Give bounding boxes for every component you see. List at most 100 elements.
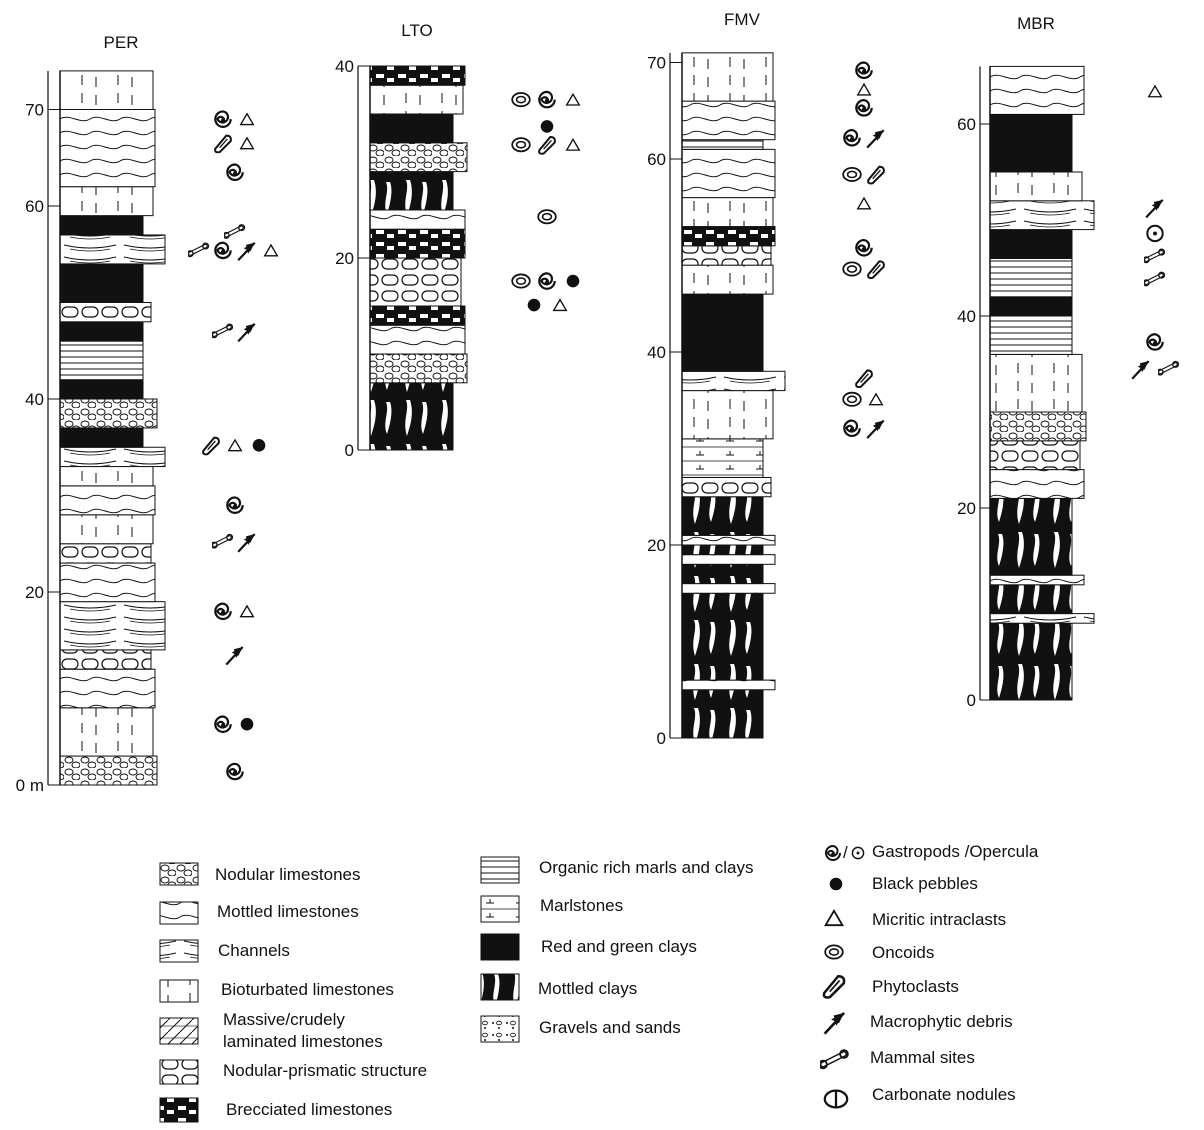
layer-mottledclay: [989, 584, 1073, 615]
mammal-icon: [211, 535, 232, 548]
legend-swatch-channels: [159, 939, 199, 963]
legend-item-red-green-clays: Red and green clays: [480, 933, 697, 961]
gastropod-icon: [843, 128, 861, 147]
layer-black: [681, 293, 764, 372]
intraclast-icon: [240, 113, 254, 126]
tick-label: 20: [335, 249, 354, 268]
layer-mottledclay: [681, 689, 764, 739]
legend-item-mottled: Mottled limestones: [159, 901, 359, 925]
oncoid-icon: [842, 261, 862, 277]
layer-brecciated: [681, 226, 776, 247]
layer-prismatic: [369, 257, 462, 307]
intraclast-icon: [869, 393, 883, 406]
section-title-mbr: MBR: [1017, 14, 1055, 33]
mammal-icon: [211, 324, 232, 337]
layer-black: [989, 296, 1073, 317]
legend-label-mottled-clays: Mottled clays: [538, 979, 637, 998]
gastropod-icon: [538, 90, 556, 109]
phytoclast-icon: [855, 369, 873, 389]
legend-components: / Gastropods /Opercula Black pebbles Mic…: [819, 842, 1039, 1109]
legend-item-massive: Massive/crudely laminated limestones: [159, 1010, 383, 1051]
tick-label: 0: [345, 441, 354, 460]
legend-swatch-massive: [159, 1017, 199, 1045]
phytoclast-icon: [867, 165, 885, 185]
pebble-icon: [252, 439, 266, 452]
intraclast-icon: [566, 138, 580, 151]
legend-swatch-brecciated: [159, 1097, 199, 1123]
legend-swatch-nodular: [159, 862, 199, 886]
carbonate-nodule-icon: [823, 1089, 849, 1109]
legend-item-gravels: Gravels and sands: [480, 1015, 681, 1043]
legend-item-prismatic: Nodular-prismatic structure: [159, 1059, 427, 1085]
legend-item-bioturbated: Bioturbated limestones: [159, 979, 394, 1003]
gastropod-icon: [214, 241, 232, 260]
layer-mottledclay: [369, 382, 454, 451]
tick-label: 20: [957, 499, 976, 518]
layer-organic: [59, 340, 144, 381]
intraclast-icon: [240, 605, 254, 618]
gastropod-icon: [226, 163, 244, 182]
gastropod-icon: [843, 419, 861, 438]
layer-marlstone: [681, 438, 764, 478]
gastropod-icon: [226, 762, 244, 781]
gastropod-icon: [538, 272, 556, 290]
macrophyte-icon: [1145, 198, 1164, 219]
tick-label: 40: [647, 343, 666, 362]
pebble-icon: [240, 717, 254, 731]
layer-black: [989, 113, 1073, 173]
legend-swatch-mottled-clays: [480, 973, 520, 1001]
layer-nodular: [369, 142, 468, 173]
oncoid-icon: [842, 391, 862, 407]
layer-black: [59, 379, 144, 400]
oncoid-icon: [511, 273, 531, 289]
layer-mottled: [681, 583, 776, 594]
legend-item-mottled-clays: Mottled clays: [480, 973, 637, 1001]
layer-mottledclay: [681, 496, 764, 536]
legend-label-massive-line2: laminated limestones: [223, 1032, 383, 1051]
tick-label: 20: [25, 583, 44, 602]
legend-item-nodular: Nodular limestones: [159, 862, 361, 886]
tick-label: 40: [25, 390, 44, 409]
tick-label: 0: [967, 691, 976, 710]
oncoid-icon: [537, 209, 557, 225]
pebble-icon: [540, 120, 554, 133]
layer-mottled: [59, 485, 156, 516]
macrophyte-icon: [1131, 359, 1150, 380]
tick-label: 70: [25, 101, 44, 120]
layer-organic: [681, 139, 764, 150]
layer-black: [59, 321, 144, 342]
layer-channels: [59, 601, 166, 651]
layer-brecciated: [369, 305, 466, 326]
layer-black: [59, 215, 144, 236]
layer-mottled: [989, 469, 1085, 499]
intraclast-icon: [264, 244, 278, 257]
layer-bioturbated: [59, 514, 154, 545]
layer-mottled: [681, 148, 776, 199]
legend-lithology-left: Nodular limestones Mottled limestones Ch…: [159, 862, 427, 1123]
layer-mottledclay: [681, 592, 764, 681]
layer-bioturbated: [989, 353, 1083, 413]
macrophyte-icon: [866, 419, 885, 440]
tick-label: 0 m: [16, 776, 44, 795]
layer-nodular: [59, 755, 158, 786]
macrophyte-icon: [237, 533, 256, 553]
layer-black: [59, 263, 144, 303]
tick-label: 70: [647, 54, 666, 73]
tick-label: 20: [647, 536, 666, 555]
legend-label-pebbles: Black pebbles: [872, 874, 978, 893]
layer-mottled: [59, 668, 156, 709]
layer-prismatic: [681, 476, 772, 498]
legend-label-gastropods: Gastropods /Opercula: [872, 842, 1039, 861]
mammal-icon: [223, 225, 244, 238]
layer-prismatic: [59, 543, 152, 564]
operculum-icon: [851, 846, 865, 860]
gastropod-icon: [226, 496, 244, 514]
operculum-icon: [1146, 224, 1164, 243]
oncoid-icon: [511, 137, 531, 153]
legend-label-intraclasts: Micritic intraclasts: [872, 910, 1006, 929]
legend-item-pebbles: Black pebbles: [829, 874, 978, 893]
legend-separator-slash: /: [843, 843, 848, 862]
